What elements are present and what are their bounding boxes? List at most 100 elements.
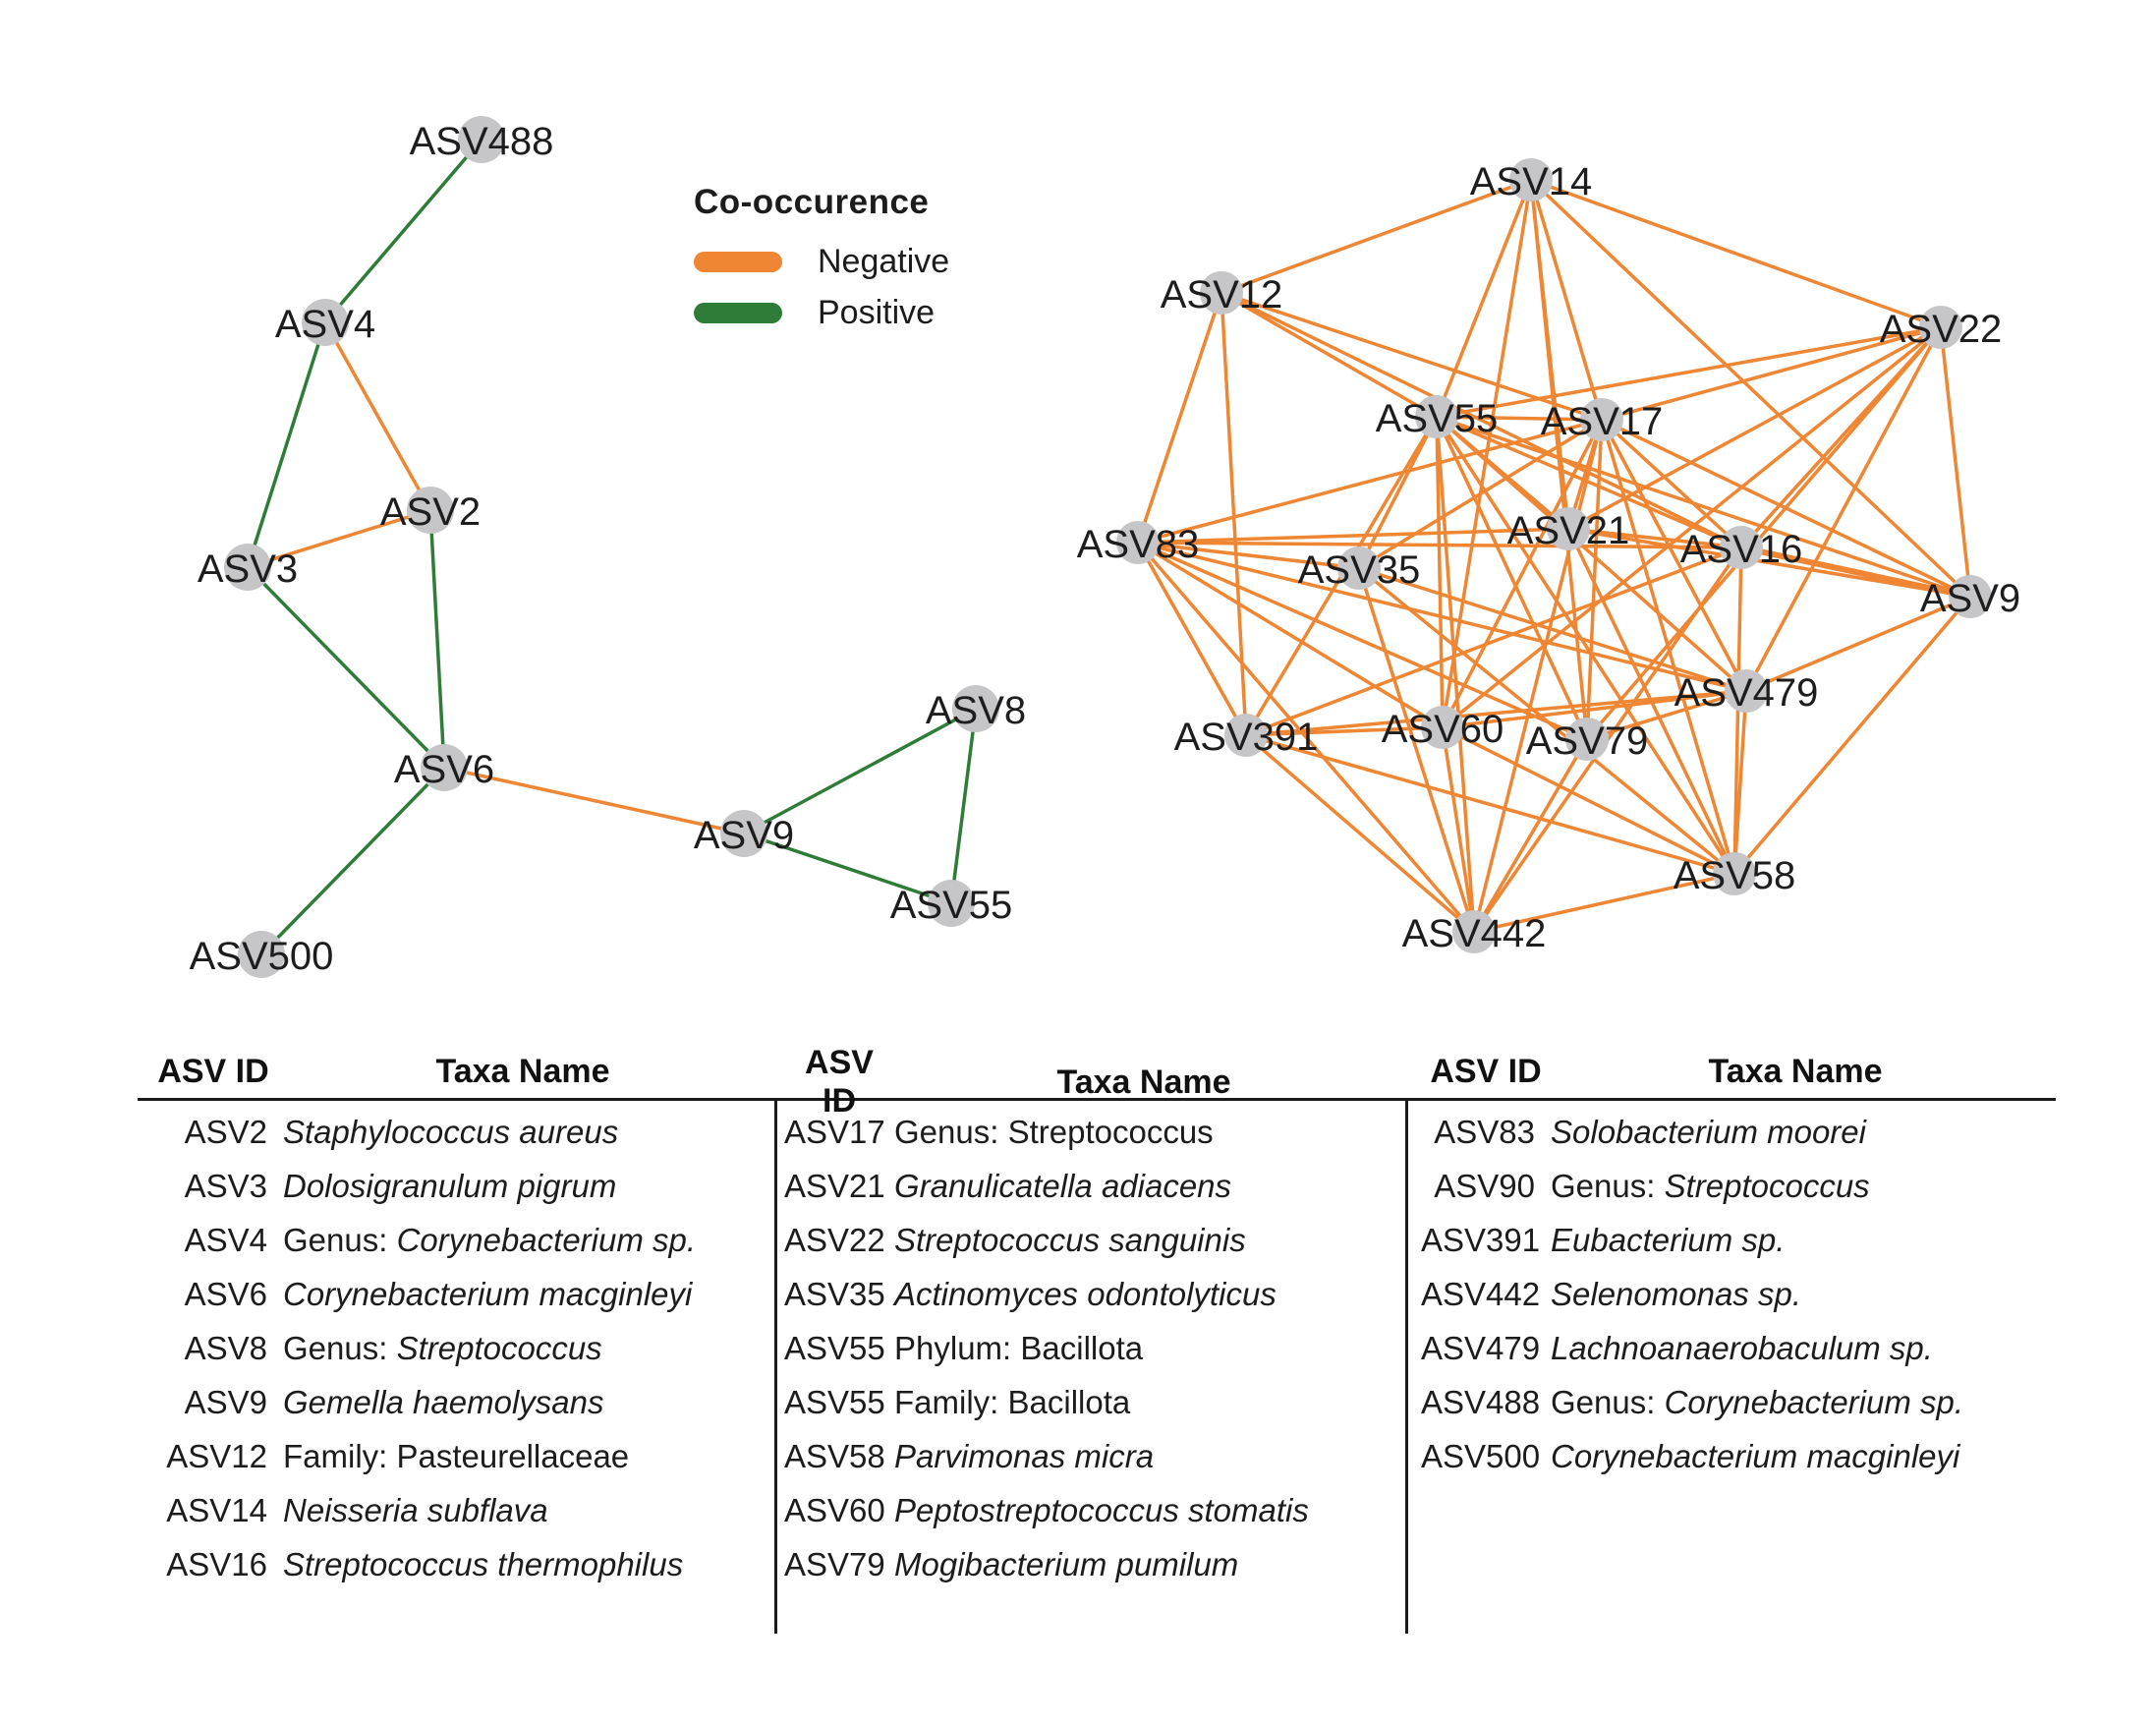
edge-right-ASV479-ASV391 xyxy=(1244,689,1748,737)
node-left-ASV3 xyxy=(224,544,271,591)
edge-left-ASV3-ASV6 xyxy=(246,565,446,770)
node-right-ASV16 xyxy=(1720,526,1763,569)
node-left-ASV2 xyxy=(407,487,454,534)
header-taxa-name: Taxa Name xyxy=(1708,1052,1883,1090)
node-label-right-ASV14: ASV14 xyxy=(1470,160,1593,203)
taxa-name-plain: Genus: xyxy=(1551,1383,1665,1420)
node-label-right-ASV9: ASV9 xyxy=(1920,577,2020,620)
edge-right-ASV55-ASV58 xyxy=(1435,415,1736,876)
edge-left-ASV9-ASV55 xyxy=(742,832,953,905)
edge-right-ASV9-ASV58 xyxy=(1732,595,1972,876)
edge-left-ASV6-ASV9 xyxy=(442,766,746,835)
cell-asv-id: ASV500 xyxy=(1421,1437,1541,1474)
node-left-ASV500 xyxy=(238,931,285,978)
node-right-ASV17 xyxy=(1580,398,1623,441)
edge-right-ASV22-ASV55 xyxy=(1435,325,1943,419)
node-left-ASV488 xyxy=(458,116,505,163)
node-label-right-ASV479: ASV479 xyxy=(1674,671,1819,715)
cell-asv-id: ASV8 xyxy=(184,1329,267,1366)
edge-right-ASV17-ASV60 xyxy=(1441,418,1604,729)
node-left-ASV4 xyxy=(302,299,349,346)
taxa-name-italic: Eubacterium sp. xyxy=(1551,1221,1786,1258)
cell-taxa-name: Peptostreptococcus stomatis xyxy=(894,1492,1393,1529)
cell-taxa-name: Phylum: Bacillota xyxy=(894,1330,1393,1367)
table-row-ASV500: ASV500 Corynebacterium macginleyi xyxy=(1421,1429,2040,1483)
cell-taxa-name: Family: Pasteurellaceae xyxy=(283,1438,763,1475)
cell-asv-id: ASV35 xyxy=(784,1275,885,1312)
edge-right-ASV22-ASV9 xyxy=(1939,325,1972,599)
edge-right-ASV442-ASV58 xyxy=(1472,872,1736,934)
edge-right-ASV14-ASV17 xyxy=(1529,178,1604,422)
taxa-name-italic: Solobacterium moorei xyxy=(1551,1113,1866,1150)
edge-right-ASV14-ASV9 xyxy=(1529,178,1972,599)
table-row-ASV9: ASV9 Gemella haemolysans xyxy=(143,1375,763,1429)
node-label-right-ASV83: ASV83 xyxy=(1077,523,1200,566)
taxa-name-italic: Gemella haemolysans xyxy=(283,1383,604,1420)
taxa-name-italic: Streptococcus sanguinis xyxy=(894,1221,1246,1258)
negative-swatch xyxy=(694,251,782,272)
cell-taxa-name: Selenomonas sp. xyxy=(1551,1276,2040,1313)
header-taxa-name: Taxa Name xyxy=(1056,1063,1231,1101)
edge-right-ASV79-ASV442 xyxy=(1472,737,1589,934)
edge-right-ASV55-ASV479 xyxy=(1435,415,1748,693)
taxa-name-italic: Streptococcus thermophilus xyxy=(283,1545,684,1582)
edge-left-ASV3-ASV2 xyxy=(246,508,432,569)
edge-right-ASV391-ASV58 xyxy=(1244,733,1736,876)
edge-right-ASV83-ASV16 xyxy=(1136,541,1743,549)
edge-right-ASV479-ASV79 xyxy=(1585,689,1748,741)
edge-left-ASV488-ASV4 xyxy=(323,138,483,324)
edge-right-ASV55-ASV442 xyxy=(1435,415,1476,934)
node-label-right-ASV35: ASV35 xyxy=(1298,548,1421,592)
header-asv-id: ASV ID xyxy=(1430,1052,1542,1090)
cell-asv-id: ASV55 xyxy=(784,1383,885,1420)
cell-asv-id: ASV9 xyxy=(184,1383,267,1420)
node-right-ASV22 xyxy=(1919,306,1962,349)
taxa-table-header: ASV ID Taxa Name xyxy=(1421,1044,2040,1099)
node-right-ASV9 xyxy=(1949,575,1992,618)
edge-right-ASV16-ASV9 xyxy=(1738,545,1973,600)
node-label-right-ASV21: ASV21 xyxy=(1507,509,1630,552)
node-left-ASV9 xyxy=(720,810,767,857)
edge-right-ASV17-ASV83 xyxy=(1136,418,1604,545)
edge-right-ASV60-ASV391 xyxy=(1244,725,1445,737)
cell-asv-id: ASV60 xyxy=(784,1491,885,1528)
edge-left-ASV8-ASV55 xyxy=(949,707,978,905)
node-label-right-ASV17: ASV17 xyxy=(1541,400,1664,443)
edge-right-ASV14-ASV55 xyxy=(1435,178,1533,419)
cell-taxa-name: Genus: Streptococcus xyxy=(283,1330,763,1367)
node-right-ASV35 xyxy=(1337,546,1381,590)
node-label-right-ASV16: ASV16 xyxy=(1680,528,1803,571)
taxa-name-plain: Genus: xyxy=(1551,1167,1665,1204)
cell-asv-id: ASV3 xyxy=(184,1167,267,1204)
edge-right-ASV22-ASV479 xyxy=(1744,325,1943,693)
legend-item-positive: Positive xyxy=(694,287,949,338)
node-label-left-ASV488: ASV488 xyxy=(410,120,554,163)
taxa-name-italic: Corynebacterium macginleyi xyxy=(1551,1437,1960,1474)
edge-right-ASV12-ASV55 xyxy=(1220,291,1439,419)
taxa-name-italic: Mogibacterium pumilum xyxy=(894,1545,1239,1582)
cell-asv-id: ASV22 xyxy=(784,1221,885,1258)
network-left: ASV488ASV4ASV2ASV3ASV6ASV500ASV9ASV8ASV5… xyxy=(190,116,1026,978)
legend-title: Co-occurence xyxy=(694,183,930,221)
taxa-name-plain: Genus: Streptococcus xyxy=(894,1113,1214,1150)
edge-right-ASV21-ASV83 xyxy=(1136,527,1570,545)
node-label-left-ASV500: ASV500 xyxy=(190,935,334,978)
edge-right-ASV12-ASV16 xyxy=(1220,291,1743,549)
taxa-name-plain: Family: Bacillota xyxy=(894,1383,1131,1420)
cell-asv-id: ASV391 xyxy=(1421,1221,1541,1258)
edge-right-ASV16-ASV391 xyxy=(1244,546,1743,737)
edge-right-ASV35-ASV442 xyxy=(1357,566,1476,934)
